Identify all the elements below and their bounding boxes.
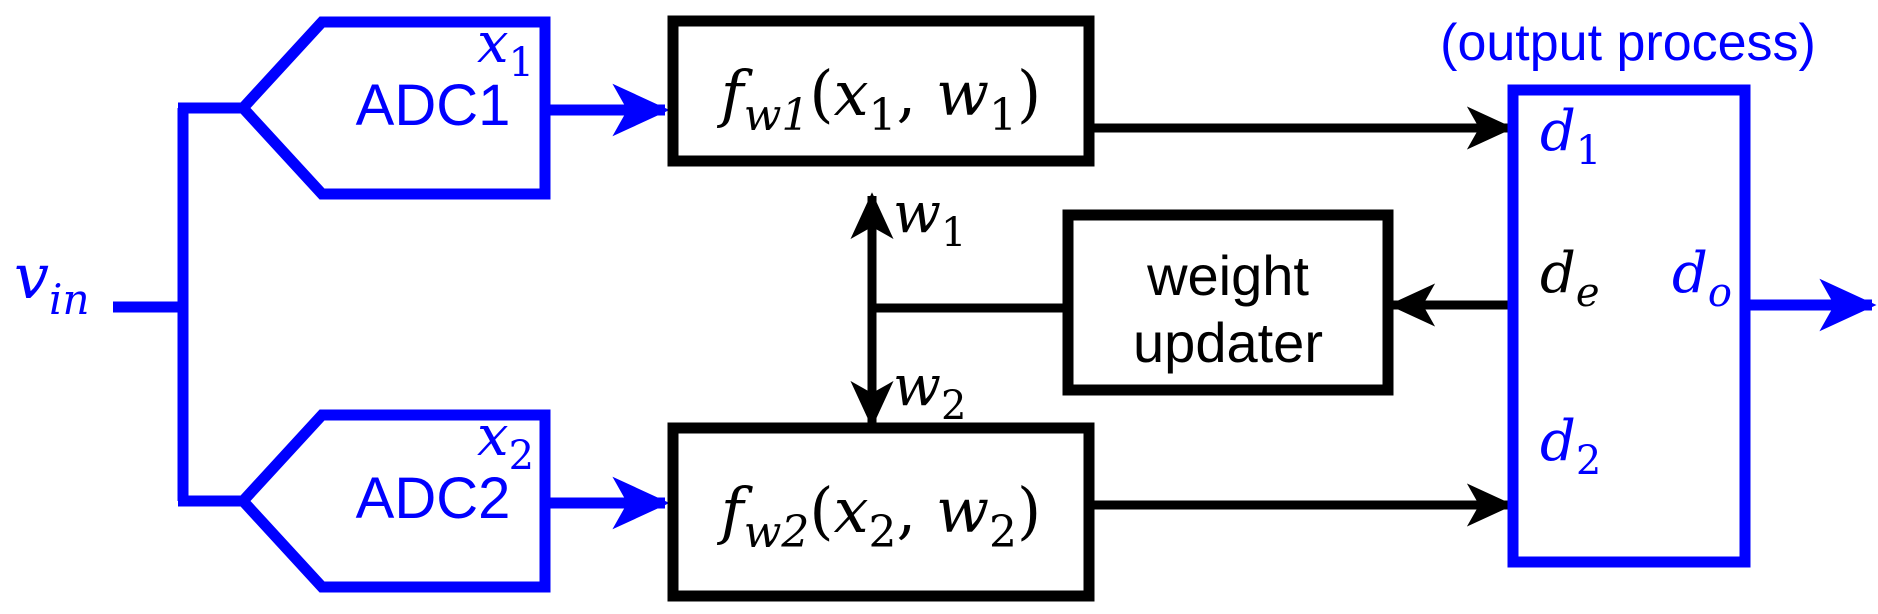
output-port-d1-label: d1 bbox=[1540, 99, 1601, 174]
weight-updater-outline bbox=[1062, 209, 1394, 396]
de-base: d bbox=[1540, 241, 1576, 306]
do-subscript: o bbox=[1708, 270, 1732, 316]
output-process-outline bbox=[1507, 84, 1751, 568]
d2-subscript: 2 bbox=[1576, 438, 1601, 484]
weight-updater-label-line2: updater bbox=[1133, 311, 1323, 374]
adc2-block[interactable]: ADC2 bbox=[235, 409, 551, 593]
do-base: d bbox=[1672, 241, 1708, 306]
fw2-arg1: x bbox=[834, 474, 869, 547]
fw2-comma: , bbox=[897, 474, 936, 547]
adc2-label: ADC2 bbox=[356, 466, 511, 531]
output-port-do-label: do bbox=[1672, 241, 1732, 316]
adc2-outline bbox=[235, 409, 551, 593]
w1-base: w bbox=[893, 181, 941, 246]
fw2-outline bbox=[667, 422, 1095, 602]
fw1-label: fw1(x1, w1) bbox=[717, 57, 1041, 141]
fw2-close-paren: ) bbox=[1017, 474, 1041, 547]
de-subscript: e bbox=[1576, 270, 1600, 316]
w2-base: w bbox=[893, 354, 941, 419]
x2-signal-label: x2 bbox=[477, 404, 534, 479]
adc1-label: ADC1 bbox=[356, 73, 511, 138]
d2-base: d bbox=[1540, 409, 1576, 474]
fw2-open-paren: ( bbox=[809, 474, 833, 547]
d1-base: d bbox=[1540, 99, 1576, 164]
adc1-outline bbox=[235, 16, 551, 200]
w2-subscript: 2 bbox=[941, 383, 966, 429]
output-process-block[interactable] bbox=[1507, 84, 1751, 568]
w1-subscript: 1 bbox=[941, 210, 966, 256]
fw2-arg2: w bbox=[936, 474, 989, 547]
fw1-block[interactable]: fw1(x1, w1) bbox=[667, 15, 1095, 167]
fw1-open-paren: ( bbox=[809, 57, 833, 130]
fw2-f-subscript: w2 bbox=[744, 507, 810, 558]
fw2-label: fw2(x2, w2) bbox=[717, 474, 1041, 558]
x1-signal-label: x1 bbox=[477, 11, 534, 86]
fw2-arg2-subscript: 2 bbox=[989, 507, 1017, 558]
fw1-arg1: x bbox=[834, 57, 869, 130]
w1-signal-label: w1 bbox=[893, 181, 966, 256]
weight-updater-block[interactable]: weight updater bbox=[1062, 209, 1394, 396]
fw2-block[interactable]: fw2(x2, w2) bbox=[667, 422, 1095, 602]
output-port-de-label: de bbox=[1540, 241, 1600, 316]
fw1-close-paren: ) bbox=[1017, 57, 1041, 130]
x1-subscript: 1 bbox=[509, 40, 534, 86]
output-process-caption: (output process) bbox=[1440, 14, 1816, 72]
w2-signal-label: w2 bbox=[893, 354, 966, 429]
input-signal-subscript: in bbox=[49, 275, 89, 324]
d1-subscript: 1 bbox=[1576, 128, 1601, 174]
fw1-outline bbox=[667, 15, 1095, 167]
fw1-comma: , bbox=[897, 57, 936, 130]
input-bus bbox=[113, 102, 248, 507]
adc1-block[interactable]: ADC1 bbox=[235, 16, 551, 200]
fw1-f-subscript: w1 bbox=[744, 90, 810, 141]
x2-base: x bbox=[477, 404, 509, 469]
fw1-arg2-subscript: 1 bbox=[989, 90, 1017, 141]
x2-subscript: 2 bbox=[509, 433, 534, 479]
fw1-arg1-subscript: 1 bbox=[869, 90, 897, 141]
fw2-arg1-subscript: 2 bbox=[869, 507, 897, 558]
x1-base: x bbox=[477, 11, 509, 76]
output-port-d2-label: d2 bbox=[1540, 409, 1601, 484]
weight-updater-label-line1: weight bbox=[1146, 244, 1309, 307]
fw1-arg2: w bbox=[936, 57, 989, 130]
input-signal-label: vin bbox=[14, 240, 90, 324]
input-signal-base: v bbox=[14, 240, 49, 313]
